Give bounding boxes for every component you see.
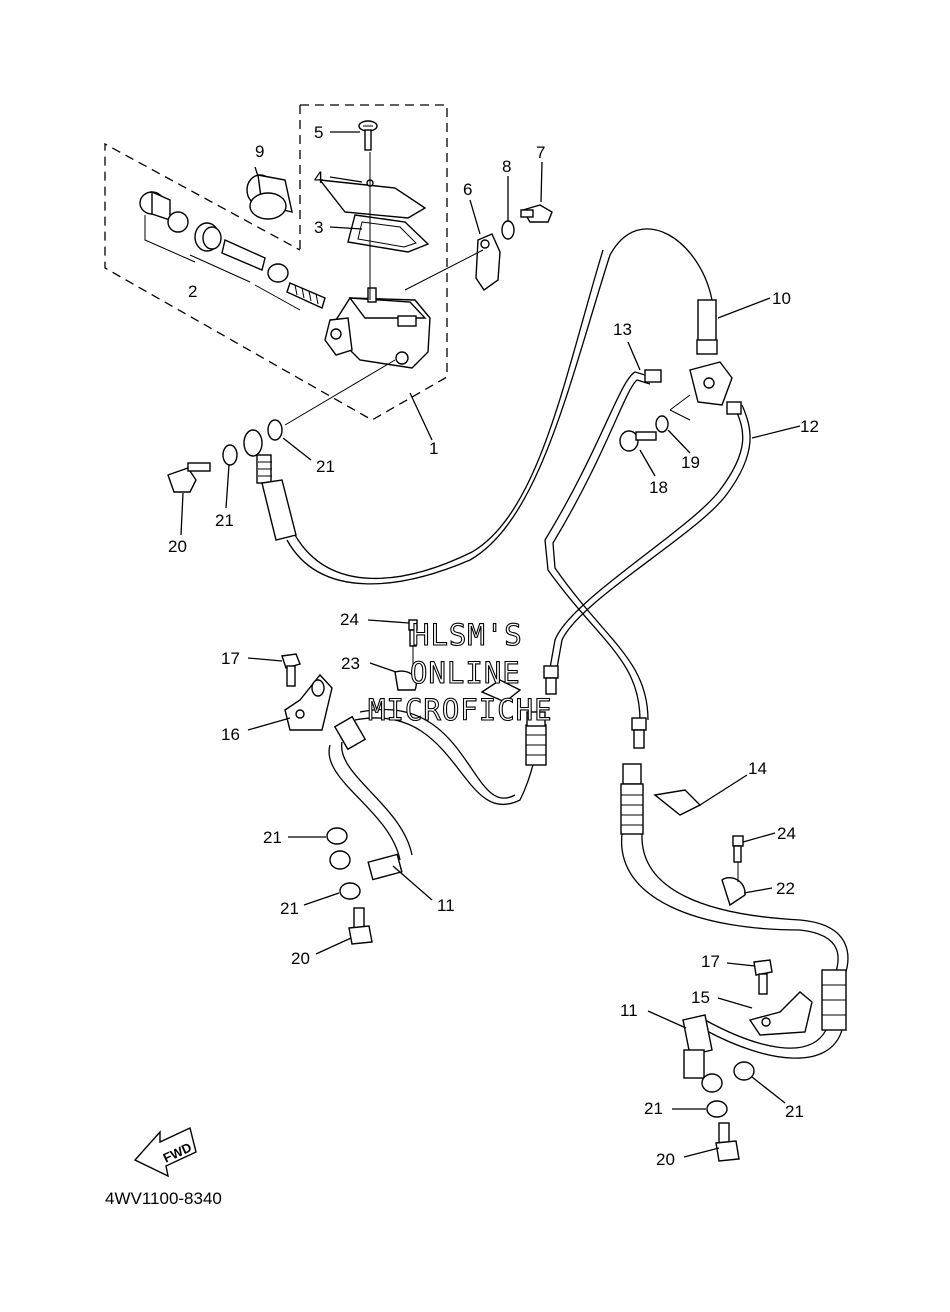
callout-19: 19	[681, 453, 700, 472]
washer-21-d	[339, 882, 361, 900]
watermark-line-1: HLSM'S	[412, 618, 523, 652]
bolt-18	[619, 430, 657, 452]
callout-21-f: 21	[785, 1102, 804, 1121]
callout-12: 12	[800, 417, 819, 436]
callout-17-right: 17	[701, 952, 720, 971]
watermark-line-3: MICROFICHE	[368, 693, 553, 727]
callout-1: 1	[429, 439, 438, 458]
washer-19	[655, 415, 669, 433]
callout-13: 13	[613, 320, 632, 339]
callout-3: 3	[314, 218, 323, 237]
callout-21-a: 21	[215, 511, 234, 530]
brake-pipe-13	[544, 369, 662, 749]
callout-21-b: 21	[316, 457, 335, 476]
callout-2: 2	[188, 282, 197, 301]
reservoir-cap	[318, 179, 427, 219]
callout-21-c: 21	[263, 828, 282, 847]
callout-14: 14	[748, 759, 767, 778]
washer-8	[501, 220, 515, 240]
callout-20-b: 20	[291, 949, 310, 968]
clamp-22	[721, 877, 746, 907]
brake-hose-10	[286, 228, 713, 585]
callout-18: 18	[649, 478, 668, 497]
lever-holder	[475, 233, 501, 291]
callout-16: 16	[221, 725, 240, 744]
diagram-code: 4WV1100-8340	[105, 1189, 222, 1208]
union-bolt-20-b	[348, 907, 373, 945]
union-bolt-20-c	[715, 1122, 740, 1162]
master-cylinder-body	[324, 287, 431, 369]
callout-20-c: 20	[656, 1150, 675, 1169]
callout-24-b: 24	[777, 824, 796, 843]
brake-hose-11-right	[620, 763, 849, 1093]
union-bolt-20-a	[167, 462, 211, 493]
callout-6: 6	[463, 180, 472, 199]
callout-21-e: 21	[644, 1099, 663, 1118]
callout-24-a: 24	[340, 610, 359, 629]
fwd-arrow-icon: FWD	[133, 1127, 197, 1178]
callout-7: 7	[536, 143, 545, 162]
callout-15: 15	[691, 988, 710, 1007]
brake-hose-11-left	[328, 709, 547, 881]
leader-lines	[180, 131, 801, 1158]
watermark: HLSM'S ONLINE MICROFICHE	[367, 617, 553, 727]
callout-4: 4	[314, 168, 323, 187]
callout-8: 8	[502, 157, 511, 176]
callout-17-left: 17	[221, 649, 240, 668]
callout-11-right: 11	[620, 1001, 638, 1020]
bracket-16	[284, 673, 333, 731]
clamp-23	[394, 670, 417, 691]
master-cylinder-assembly-outline	[104, 104, 448, 421]
washer-21-e	[733, 1061, 755, 1081]
clamp-center	[480, 679, 522, 703]
washer-21-f	[706, 1100, 728, 1118]
cap-screw	[358, 120, 378, 151]
watermark-line-2: ONLINE	[410, 656, 521, 690]
banjo-hose-end-upper	[243, 429, 297, 541]
washer-21-c	[326, 827, 348, 845]
callout-9: 9	[255, 142, 264, 161]
bracket-15	[748, 991, 813, 1036]
callout-11-left: 11	[437, 896, 455, 915]
bolt-17-b	[753, 959, 773, 995]
bolt-7	[520, 204, 553, 223]
callout-23: 23	[341, 654, 360, 673]
brake-pipe-12	[543, 401, 751, 695]
diaphragm-seal	[347, 214, 430, 253]
callout-22: 22	[776, 879, 795, 898]
boot	[246, 174, 293, 220]
callout-21-d: 21	[280, 899, 299, 918]
callout-5: 5	[314, 123, 323, 142]
hose-joint-10	[689, 299, 733, 406]
callout-numbers: 1 2 3 4 5 6 7 8 9 10 11 11 12 13 14 15 1…	[168, 123, 819, 1169]
bolt-24-b	[732, 835, 744, 863]
clamp-14	[653, 789, 702, 816]
callout-10: 10	[772, 289, 791, 308]
washer-21-b	[267, 419, 283, 441]
callout-20-a: 20	[168, 537, 187, 556]
washer-21-a	[222, 444, 238, 466]
piston-kit	[139, 190, 326, 311]
bolt-24-a	[408, 619, 418, 647]
bolt-17-a	[281, 653, 301, 687]
